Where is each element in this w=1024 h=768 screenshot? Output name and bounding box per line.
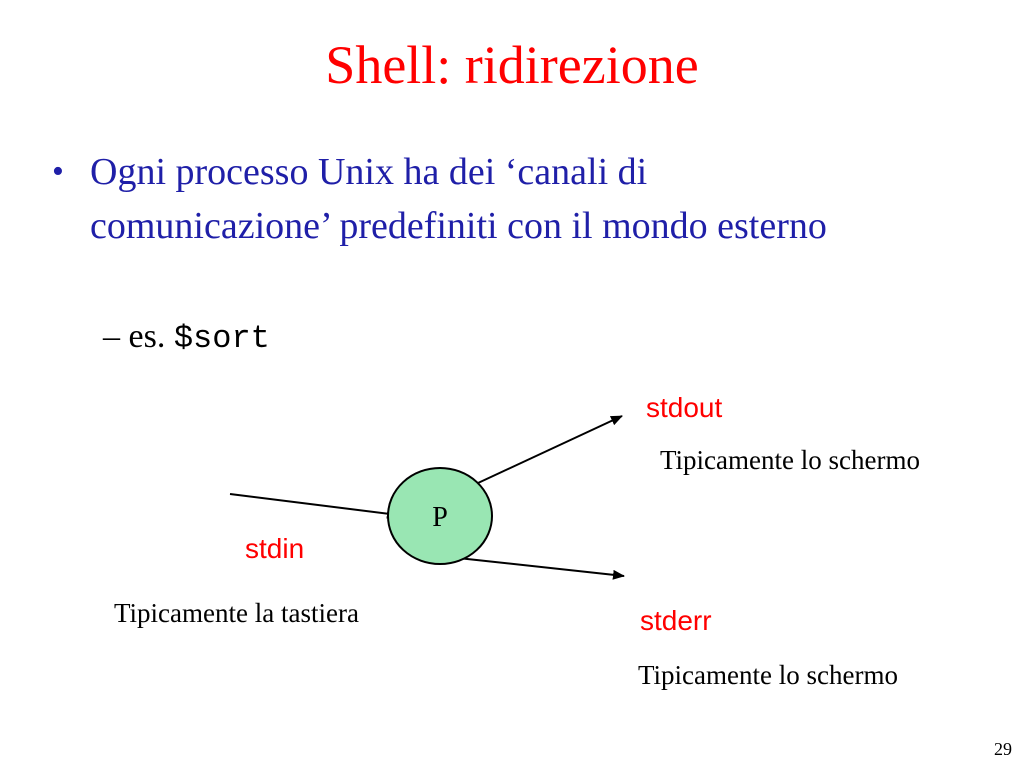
bullet-item: • Ogni processo Unix ha dei ‘canali di c… bbox=[52, 145, 952, 253]
stderr-label: stderr bbox=[640, 605, 712, 636]
stderr-description: Tipicamente lo schermo bbox=[638, 660, 898, 690]
process-label: P bbox=[432, 502, 448, 533]
stderr-arrow bbox=[457, 557, 625, 580]
sub-bullet-item: – es. $sort bbox=[103, 314, 270, 362]
bullet-marker: • bbox=[52, 153, 64, 190]
page-number: 29 bbox=[994, 739, 1012, 759]
stdin-description: Tipicamente la tastiera bbox=[114, 598, 359, 628]
sort-command: $sort bbox=[173, 320, 270, 357]
sub-bullet-marker: – bbox=[103, 318, 120, 355]
stdin-arrow bbox=[229, 493, 399, 519]
sub-bullet-prefix: es. bbox=[128, 318, 166, 355]
stdout-description: Tipicamente lo schermo bbox=[660, 445, 920, 475]
bullet-text: Ogni processo Unix ha dei ‘canali di com… bbox=[90, 151, 827, 247]
stdout-label: stdout bbox=[646, 392, 723, 423]
bullet-list: • Ogni processo Unix ha dei ‘canali di c… bbox=[52, 145, 952, 253]
process-node bbox=[387, 467, 493, 565]
slide-title: Shell: ridirezione bbox=[325, 35, 699, 95]
stdin-label: stdin bbox=[245, 533, 305, 564]
stdout-arrow bbox=[477, 415, 623, 484]
